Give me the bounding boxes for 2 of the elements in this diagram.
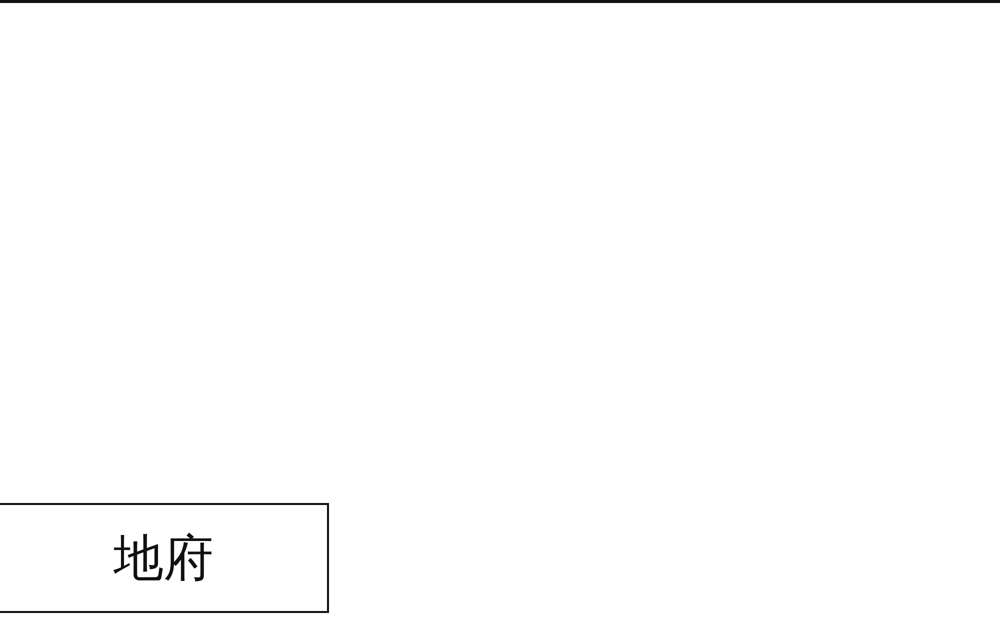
caption-box [0, 503, 329, 613]
caption-text: 地府 [114, 530, 214, 586]
